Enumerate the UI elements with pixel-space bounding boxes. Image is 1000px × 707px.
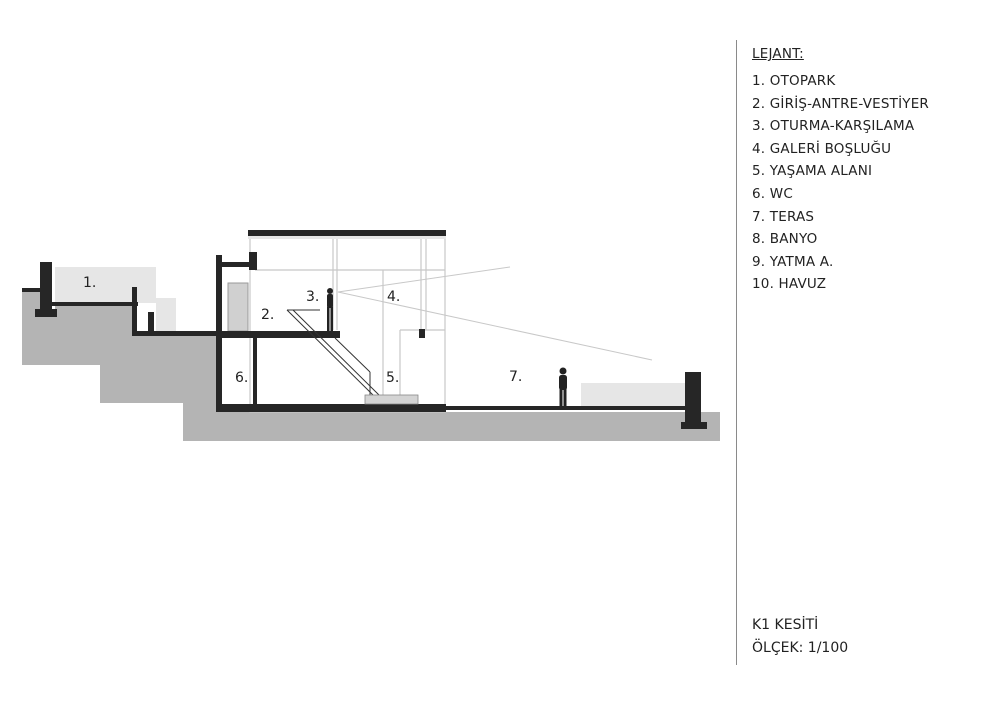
parking-volume — [55, 267, 156, 303]
parking-floor — [52, 302, 138, 306]
legend-item: 2. GİRİŞ-ANTRE-VESTİYER — [752, 95, 930, 112]
stair — [286, 309, 380, 396]
legend-item: 6. WC — [752, 185, 793, 202]
legend-item: 3. OTURMA-KARŞILAMA — [752, 118, 915, 135]
legend-item: 1. OTOPARK — [752, 73, 836, 89]
legend-divider — [736, 40, 737, 665]
ramp-slab — [132, 331, 220, 336]
room-label-wc: 6. — [235, 370, 248, 386]
legend-item: 7. TERAS — [752, 208, 815, 225]
house-frame — [249, 237, 446, 413]
wc-left-wall — [216, 336, 222, 412]
drawing-scale: ÖLÇEK: 1/100 — [752, 640, 849, 656]
drawing-info: K1 KESİTİ ÖLÇEK: 1/100 — [752, 614, 848, 660]
sight-line-lower — [337, 291, 653, 361]
parking-post — [148, 312, 154, 334]
entrance-lintel — [222, 262, 252, 267]
room-label-living: 5. — [386, 370, 399, 386]
person-figure-terrace — [559, 367, 567, 406]
sight-line-upper — [337, 266, 511, 293]
room-label-entrance: 2. — [261, 307, 274, 323]
pool-volume — [581, 383, 685, 406]
legend-item: 9. YATMA A. — [752, 253, 834, 270]
room-label-gallery: 4. — [387, 289, 400, 305]
person-figure-mezzanine — [327, 288, 333, 331]
legend-item: 5. YAŞAMA ALANI — [752, 163, 873, 180]
legend-item: 10. HAVUZ — [752, 276, 827, 293]
retaining-wall — [40, 262, 52, 314]
window-block — [419, 329, 425, 338]
legend-title: LEJANT: — [752, 46, 804, 62]
ground-slab — [216, 404, 446, 412]
roof-slab — [248, 230, 446, 236]
entrance-door — [227, 282, 249, 332]
terrace-end-wall — [685, 372, 701, 422]
ground-mass — [22, 290, 720, 441]
parking-wall-light — [156, 298, 176, 331]
retaining-wall-base — [35, 309, 57, 317]
parking-slab — [22, 288, 40, 292]
room-label-sitting: 3. — [306, 289, 319, 305]
terrace-slab — [446, 406, 686, 410]
entrance-wall — [216, 255, 222, 335]
room-label-parking: 1. — [83, 275, 96, 291]
legend-list: 1. OTOPARK 2. GİRİŞ-ANTRE-VESTİYER 3. OT… — [752, 70, 929, 296]
legend-item: 4. GALERİ BOŞLUĞU — [752, 140, 892, 157]
roof-edge — [248, 236, 446, 239]
terrace-end-base — [681, 422, 707, 429]
room-label-terrace: 7. — [509, 369, 522, 385]
wc-partition — [253, 338, 257, 406]
legend-item: 8. BANYO — [752, 231, 818, 248]
section-name: K1 KESİTİ — [752, 617, 819, 633]
mezzanine-slab — [216, 331, 340, 338]
legend: LEJANT: 1. OTOPARK 2. GİRİŞ-ANTRE-VESTİY… — [752, 44, 929, 296]
parking-step — [132, 287, 137, 334]
stair-landing — [364, 394, 419, 405]
entrance-beam — [249, 252, 257, 270]
